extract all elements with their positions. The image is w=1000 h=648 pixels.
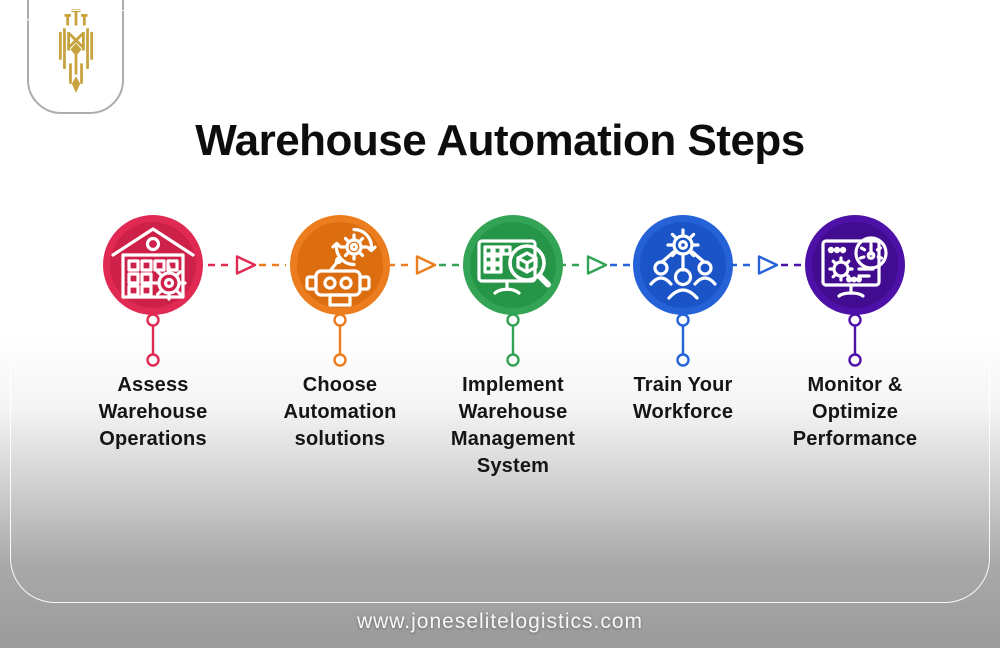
step-4-pin: [676, 313, 690, 367]
step-4-team-training-icon: [633, 215, 733, 315]
arrowhead-icon: [415, 255, 436, 275]
step-3-label: Implement Warehouse Management System: [450, 374, 576, 477]
step-5-label: Monitor & Optimize Performance: [792, 374, 918, 450]
page-title: Warehouse Automation Steps: [195, 116, 805, 165]
step-1-warehouse-gear-icon: [103, 215, 203, 315]
step-1-pin: [146, 313, 160, 367]
step-2-label: Choose Automation solutions: [283, 374, 397, 450]
step-3-wms-monitor-search-icon: [463, 215, 563, 315]
arrowhead-icon: [235, 255, 256, 275]
step-5-performance-dashboard-icon: [805, 215, 905, 315]
step-4-label: Train Your Workforce: [632, 374, 734, 423]
brand-logo-card: [27, 0, 124, 114]
gold-lion-crest-icon: [58, 9, 93, 93]
step-5-pin: [848, 313, 862, 367]
connector-arrow-3: [559, 255, 637, 275]
step-1-label: Assess Warehouse Operations: [98, 374, 208, 450]
connector-arrow-2: [387, 255, 466, 275]
connector-arrow-1: [207, 255, 286, 275]
step-2-robot-automation-icon: [290, 215, 390, 315]
arrowhead-icon: [757, 255, 779, 275]
step-3-pin: [506, 313, 520, 367]
step-2-pin: [333, 313, 347, 367]
footer-website-link[interactable]: www.joneselitelogistics.com: [356, 610, 644, 633]
connector-arrow-4: [730, 255, 808, 275]
arrowhead-icon: [586, 255, 608, 275]
